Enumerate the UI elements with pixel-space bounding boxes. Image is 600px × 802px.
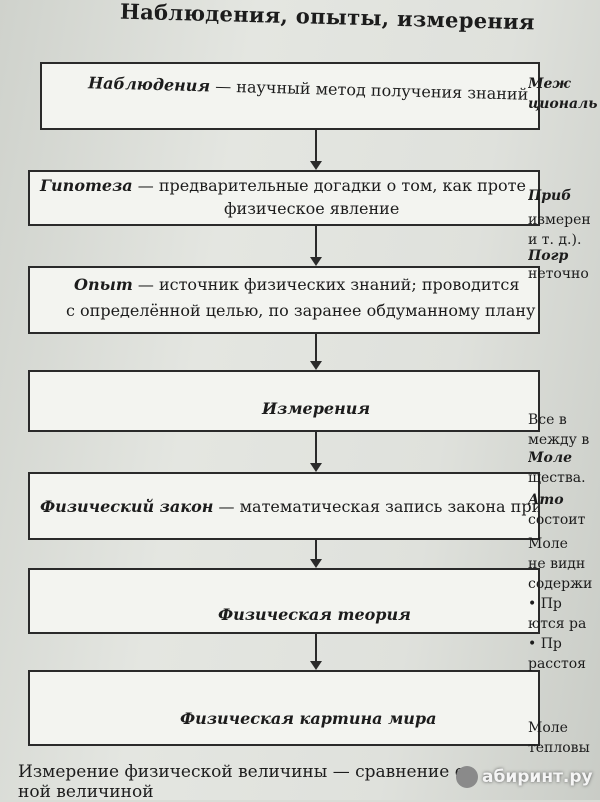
- side-text: содержи: [528, 576, 593, 592]
- side-text: Погр: [528, 248, 569, 264]
- observations-term: Наблюдения: [87, 73, 211, 96]
- experiment-line2: с определённой целью, по заранее обдуман…: [66, 301, 536, 320]
- measurements-term: Измерения: [262, 399, 371, 418]
- world-picture-box: Физическая картина мира: [28, 670, 540, 746]
- side-text: не видн: [528, 556, 586, 572]
- arrow-4: [310, 432, 322, 472]
- observations-box: Наблюдения — научный метод получения зна…: [40, 62, 540, 130]
- side-text: щества.: [528, 470, 586, 486]
- experiment-term: Опыт: [74, 275, 133, 294]
- physical-law-box: Физический закон — математическая запись…: [28, 472, 540, 540]
- side-text: измерен: [528, 212, 591, 228]
- observations-text: — научный метод получения знаний: [209, 76, 529, 104]
- side-text: Моле: [528, 536, 568, 552]
- experiment-box: Опыт — источник физических знаний; прово…: [28, 266, 540, 334]
- arrow-3: [310, 334, 322, 370]
- page-title: Наблюдения, опыты, измерения: [119, 0, 536, 35]
- bottom-line-2: ной величиной: [18, 782, 154, 802]
- side-text: Моле: [528, 450, 572, 466]
- side-text: неточно: [528, 266, 589, 282]
- physical-law-term: Физический закон: [40, 497, 214, 516]
- arrow-5: [310, 540, 322, 568]
- arrow-1: [310, 130, 322, 170]
- bottom-line-1: Измерение физической величины — сравнени…: [18, 762, 465, 782]
- side-text: циональ: [528, 96, 598, 112]
- labirint-watermark: абиринт.ру: [456, 766, 593, 788]
- hypothesis-term: Гипотеза: [40, 176, 133, 195]
- side-text: Ато: [528, 492, 564, 508]
- side-text: Приб: [528, 188, 572, 204]
- side-text: между в: [528, 432, 590, 448]
- arrow-2: [310, 226, 322, 266]
- physical-theory-term: Физическая теория: [218, 605, 411, 624]
- physical-law-text: — математическая запись закона приро: [213, 497, 540, 516]
- side-text: Все в: [528, 412, 567, 428]
- hypothesis-text: — предварительные догадки о том, как про…: [132, 176, 526, 195]
- side-text: Моле: [528, 720, 568, 736]
- hypothesis-box: Гипотеза — предварительные догадки о том…: [28, 170, 540, 226]
- watermark-text: абиринт.ру: [482, 767, 593, 787]
- experiment-text: — источник физических знаний; проводится: [132, 275, 520, 294]
- side-text: состоит: [528, 512, 586, 528]
- side-text: Меж: [528, 76, 571, 92]
- world-picture-term: Физическая картина мира: [180, 709, 437, 728]
- side-text: расстоя: [528, 656, 586, 672]
- side-text: и т. д.).: [528, 232, 582, 248]
- side-text: • Пр: [528, 636, 562, 652]
- physical-theory-box: Физическая теория: [28, 568, 540, 634]
- side-text: ются ра: [528, 616, 587, 632]
- side-text: тепловы: [528, 740, 590, 756]
- labirint-logo-icon: [456, 766, 478, 788]
- hypothesis-line2: физическое явление: [224, 199, 400, 218]
- measurements-box: Измерения: [28, 370, 540, 432]
- arrow-6: [310, 634, 322, 670]
- side-text: • Пр: [528, 596, 562, 612]
